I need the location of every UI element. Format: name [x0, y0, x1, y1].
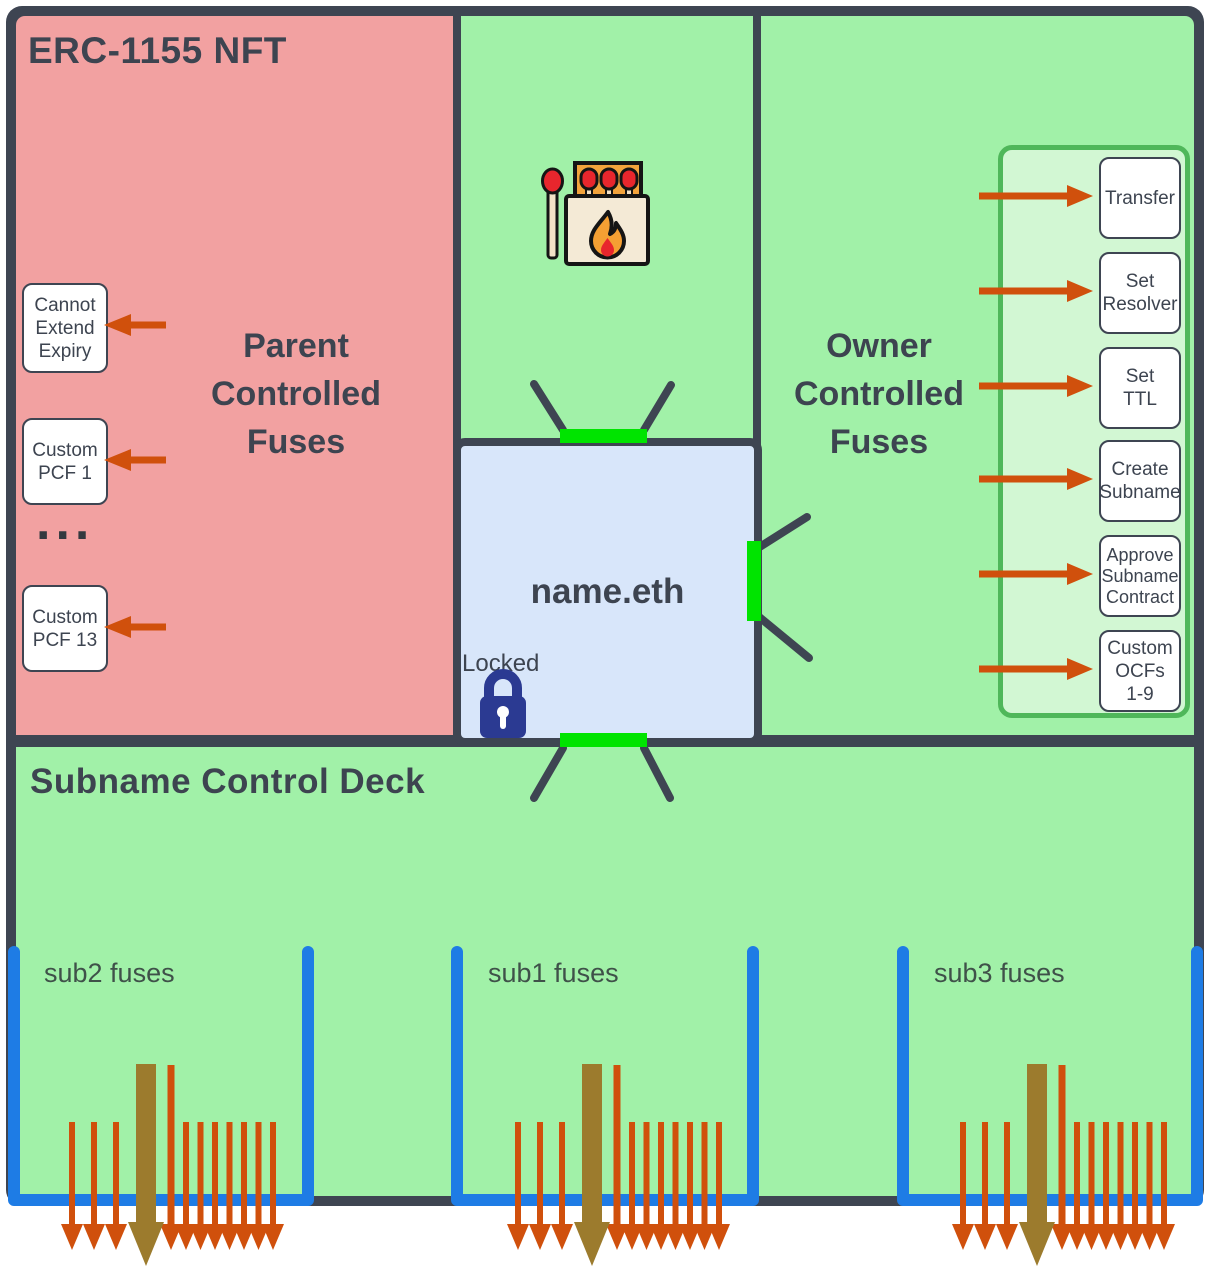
locked-status-label: Locked [462, 650, 540, 677]
pcf-ellipsis: ... [36, 493, 95, 551]
deck-label-sub2-fuses: sub2 fuses [44, 958, 175, 988]
owner-fuses-panel [998, 145, 1190, 718]
fuse-box-create-subname: Create Subname [1099, 440, 1181, 522]
deck-label-sub1-fuses: sub1 fuses [488, 958, 619, 988]
fuse-box-cannot-extend-expiry: Cannot Extend Expiry [22, 283, 108, 373]
fuse-box-approve-subname-contract: Approve Subname Contract [1099, 535, 1181, 617]
wrapped-name-box: name.eth [453, 438, 762, 746]
erc1155-nft-title: ERC-1155 NFT [28, 30, 287, 71]
fuse-box-transfer: Transfer [1099, 157, 1181, 239]
fuse-box-custom-pcf-13: Custom PCF 13 [22, 585, 108, 672]
deck-label-sub3-fuses: sub3 fuses [934, 958, 1065, 988]
fuse-box-custom-ocfs: Custom OCFs 1-9 [1099, 630, 1181, 712]
parent-controlled-fuses-label: Parent Controlled Fuses [211, 327, 381, 461]
fuse-box-set-ttl: Set TTL [1099, 347, 1181, 429]
fuse-box-custom-pcf-1: Custom PCF 1 [22, 418, 108, 505]
wrapped-name-label: name.eth [530, 572, 685, 611]
fuse-box-set-resolver: Set Resolver [1099, 252, 1181, 334]
owner-controlled-fuses-label: Owner Controlled Fuses [794, 327, 964, 461]
subname-control-deck-title: Subname Control Deck [30, 762, 426, 801]
